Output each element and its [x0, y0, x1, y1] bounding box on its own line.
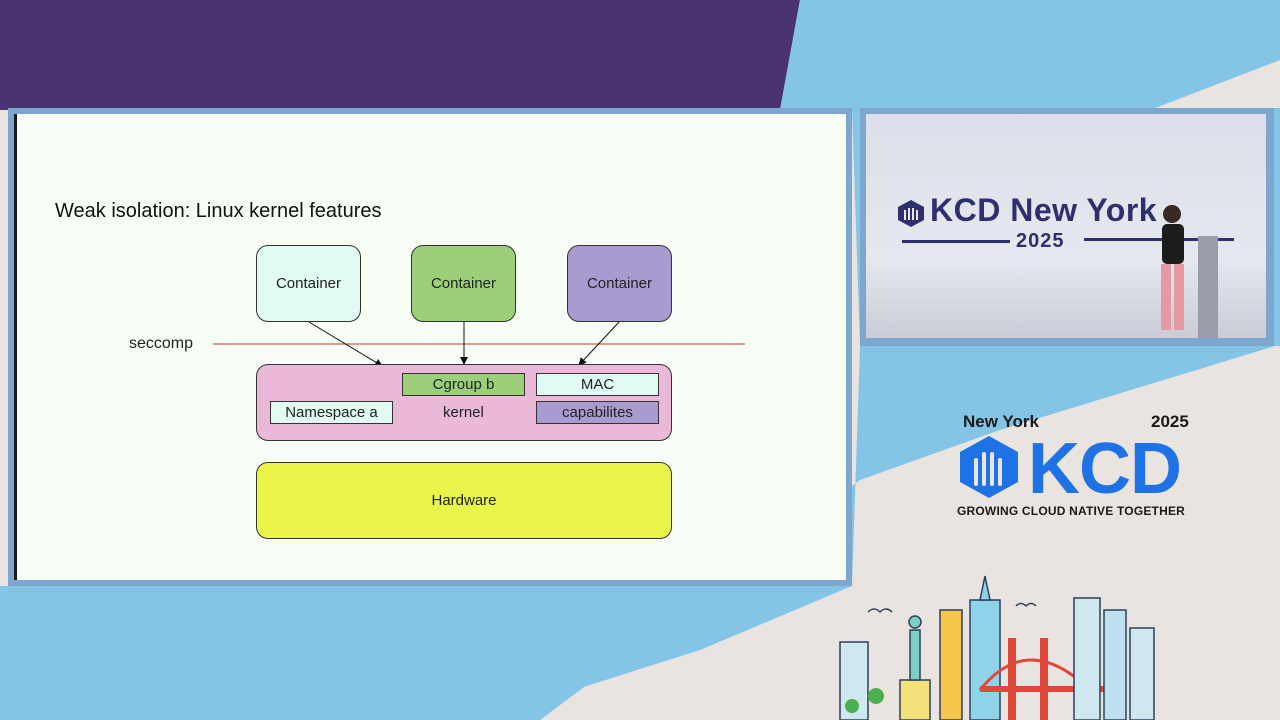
slide: Weak isolation: Linux kernel features Co… [14, 114, 846, 580]
arrow-container-1 [308, 321, 383, 367]
speaker-figure [1161, 205, 1218, 338]
container-1-label: Container [275, 275, 342, 292]
container-3-label: Container [586, 275, 653, 292]
capabilities-box: capabilites [536, 401, 659, 424]
namespace-box: Namespace a [270, 401, 393, 424]
camera-line-left [902, 240, 1010, 243]
cgroup-label: Cgroup b [432, 376, 495, 393]
brand-logo-text: KCD [1028, 429, 1182, 509]
brand-city: New York [963, 412, 1039, 431]
cgroup-box: Cgroup b [402, 373, 525, 396]
namespace-label: Namespace a [285, 404, 378, 421]
camera-line-right [1084, 238, 1234, 241]
diagram-arrows [213, 321, 745, 367]
camera-logo-text: KCD New York [930, 192, 1158, 228]
arrow-container-3 [578, 321, 620, 366]
container-3: Container [567, 245, 672, 322]
brand-year: 2025 [1151, 412, 1189, 431]
capabilities-label: capabilites [562, 404, 633, 421]
speaker-camera: KCD New York 2025 [866, 114, 1266, 338]
container-2-label: Container [430, 275, 497, 292]
kernel-label: kernel [443, 404, 484, 421]
hardware-label: Hardware [431, 492, 497, 509]
kcd-logo-icon [960, 436, 1018, 498]
container-1: Container [256, 245, 361, 322]
hardware-box: Hardware [256, 462, 672, 539]
slide-title: Weak isolation: Linux kernel features [55, 200, 382, 222]
seccomp-label: seccomp [129, 335, 194, 352]
mac-label: MAC [580, 376, 615, 393]
brand-tagline: GROWING CLOUD NATIVE TOGETHER [957, 504, 1186, 518]
mac-box: MAC [536, 373, 659, 396]
camera-year: 2025 [1016, 230, 1065, 252]
container-2: Container [411, 245, 516, 322]
kcd-hands-icon [898, 200, 924, 227]
nyc-skyline-illustration [839, 575, 1155, 720]
